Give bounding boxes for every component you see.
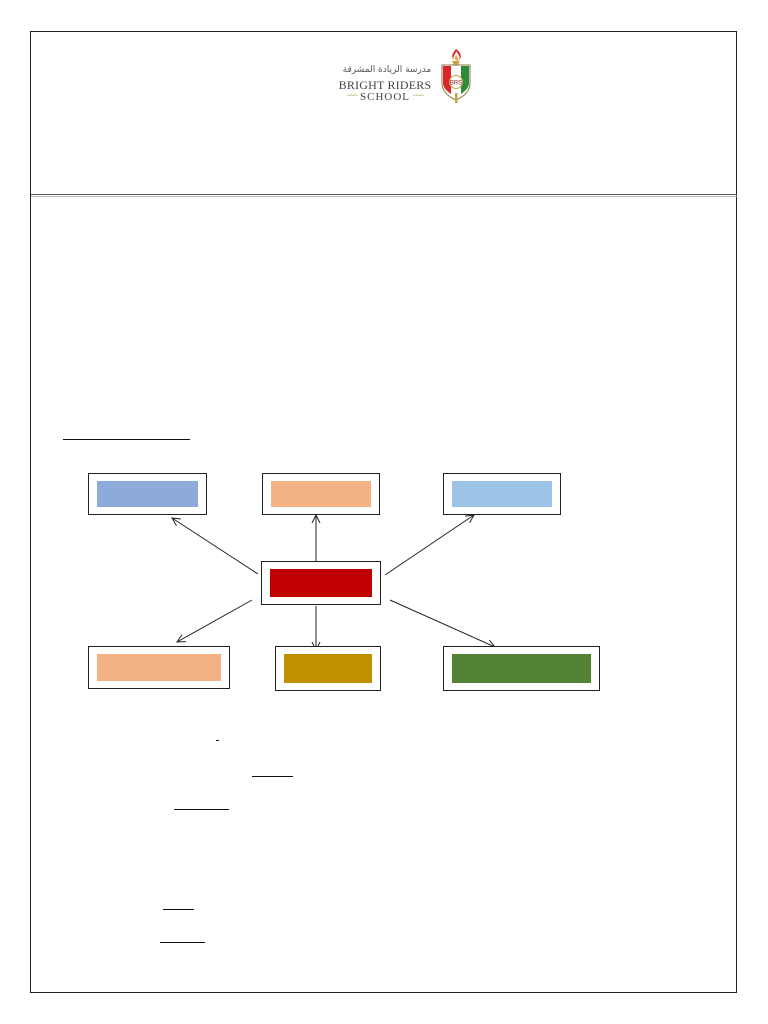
concept-box-fill [97, 654, 221, 681]
dash-mark [216, 740, 219, 741]
concept-box-top-right [443, 473, 561, 515]
answer-blank-line [252, 776, 293, 777]
concept-box-bottom-left [88, 646, 230, 689]
school-logo: مدرسة الريادة المشرقة BRIGHT RIDERS SCHO… [335, 47, 477, 107]
arrow-icon [172, 518, 259, 575]
concept-box-fill [452, 654, 591, 683]
concept-box-fill [284, 654, 372, 683]
answer-blank-line [163, 909, 194, 910]
logo-school-name: BRIGHT RIDERS [338, 78, 432, 92]
arrow-icon [177, 599, 253, 642]
header-divider-shadow [31, 196, 737, 197]
concept-box-bottom-right [443, 646, 600, 691]
concept-box-center [261, 561, 381, 605]
concept-box-top-left [88, 473, 207, 515]
logo-emblem-text: BRS [450, 81, 462, 87]
answer-blank-line [160, 942, 205, 943]
concept-box-top-center [262, 473, 380, 515]
arrow-icon [389, 599, 495, 647]
header-divider [31, 194, 737, 195]
arrow-icon [384, 515, 474, 576]
concept-box-fill [270, 569, 372, 597]
logo-arabic-text: مدرسة الريادة المشرقة [342, 65, 432, 75]
concept-box-fill [97, 481, 198, 507]
logo-school-subtitle: SCHOOL [335, 91, 435, 103]
concept-box-fill [452, 481, 552, 507]
concept-box-fill [271, 481, 371, 507]
section-heading-underline [63, 439, 190, 440]
page-frame [30, 31, 737, 993]
answer-blank-line [174, 809, 229, 810]
concept-box-bottom-center [275, 646, 381, 691]
shield-torch-icon: BRS [441, 49, 471, 103]
